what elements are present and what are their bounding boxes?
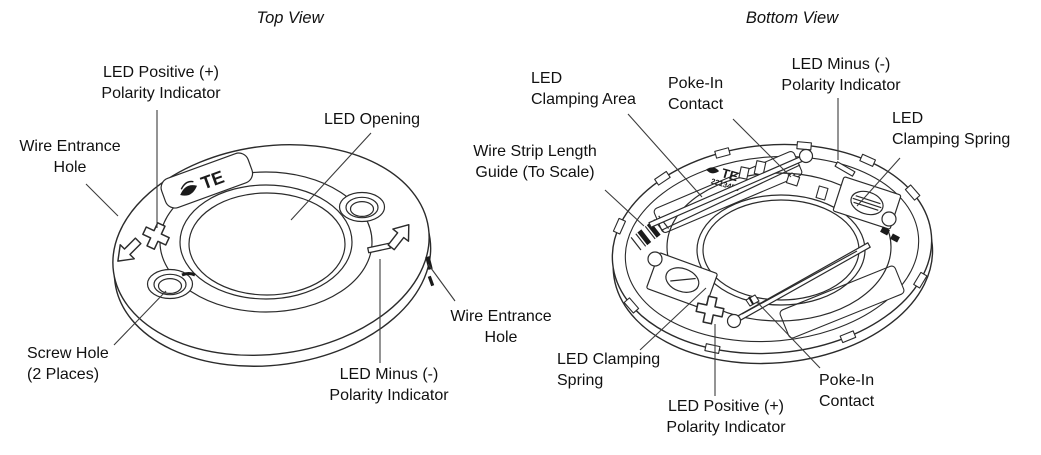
- locating-hole-right: [881, 211, 897, 227]
- label-led-opening: LED Opening: [324, 111, 421, 128]
- label-led-clamping-area: LED Clamping Area: [531, 70, 636, 108]
- leader-clamping-spring-right: [856, 157, 901, 207]
- leader-wire-strip-guide: [604, 189, 645, 227]
- leader-wire-entrance-right: [427, 263, 456, 302]
- label-poke-in-contact-top: Poke-In Contact: [668, 75, 724, 113]
- label-screw-hole: Screw Hole (2 Places): [27, 345, 109, 383]
- lower-plate: [779, 265, 905, 339]
- leader-poke-in-bottom: [756, 301, 821, 369]
- spring-anchor-top: [798, 148, 814, 164]
- label-led-clamping-spring-left: LED Clamping Spring: [557, 351, 661, 389]
- wire-entrance-hole-mark: [425, 256, 435, 287]
- te-logo-bottom-text: TE: [720, 165, 740, 184]
- label-wire-entrance-left: Wire Entrance Hole: [19, 138, 121, 176]
- label-led-minus-top: LED Minus (-) Polarity Indicator: [329, 366, 449, 404]
- bdisc-inner-rim: [624, 155, 920, 343]
- leader-lines: [85, 98, 901, 396]
- leader-clamping-spring-left: [639, 287, 707, 351]
- screw-hole-lower: [146, 268, 196, 300]
- leader-clamping-area: [627, 113, 703, 198]
- leader-screw-hole: [113, 290, 167, 346]
- poke-in-contact-lower-part: [745, 294, 760, 307]
- label-led-positive-top: LED Positive (+) Polarity Indicator: [101, 64, 221, 102]
- minus-marking-bottom: [834, 161, 856, 177]
- minus-marking-top: [367, 217, 418, 255]
- screw-left: [646, 252, 718, 310]
- label-poke-in-contact-bottom: Poke-In Contact: [819, 372, 875, 410]
- bottom-view-title: Bottom View: [745, 9, 839, 27]
- te-logo-top: TE: [160, 152, 254, 209]
- contact-housings: [738, 160, 829, 201]
- rim-notches: [612, 141, 928, 354]
- top-view-title: Top View: [256, 9, 324, 27]
- label-wire-entrance-right: Wire Entrance Hole: [450, 308, 552, 346]
- label-led-clamping-spring-right: LED Clamping Spring: [892, 110, 1011, 148]
- leader-led-opening: [290, 132, 372, 221]
- locating-hole-left: [647, 251, 663, 267]
- top-view-drawing: TE: [110, 143, 435, 367]
- code-blocks: [880, 226, 900, 243]
- leader-wire-entrance-left: [85, 183, 119, 217]
- spring-anchor-bottom: [726, 313, 742, 329]
- screw-hole-upper: [338, 191, 386, 223]
- leader-poke-in-top: [732, 118, 792, 178]
- led-clamping-springs: [648, 148, 871, 329]
- label-wire-strip-guide: Wire Strip Length Guide (To Scale): [473, 143, 597, 181]
- label-led-positive-bottom: LED Positive (+) Polarity Indicator: [666, 398, 786, 436]
- label-led-minus-bottom: LED Minus (-) Polarity Indicator: [781, 56, 901, 94]
